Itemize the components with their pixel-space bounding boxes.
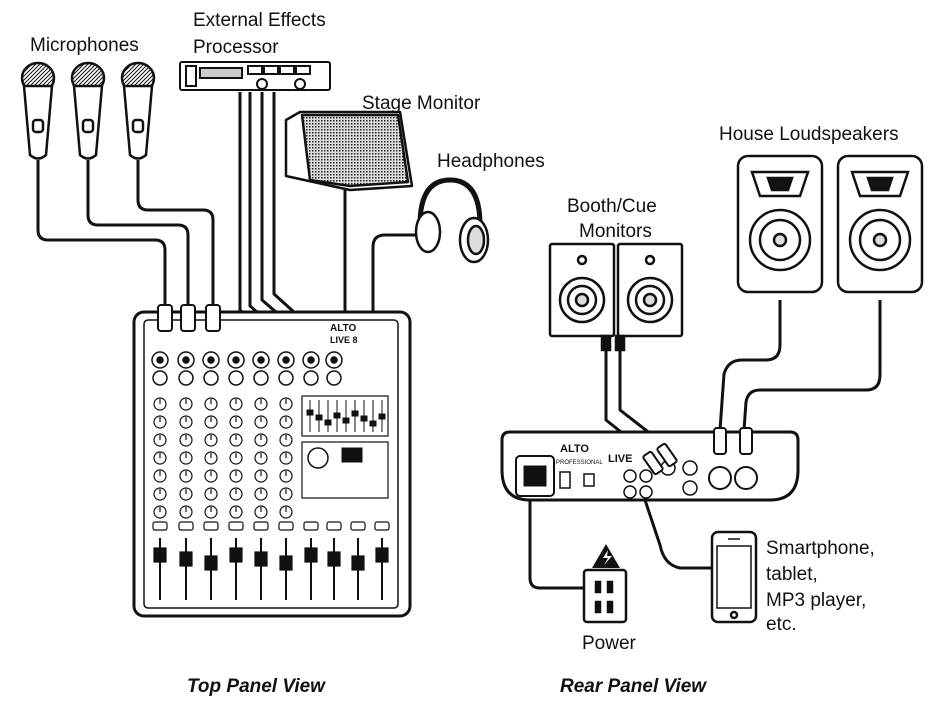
- mic-cable-1: [36, 160, 167, 305]
- mixer-top-logo: ALTO: [330, 323, 357, 334]
- microphones-illustration: [20, 61, 156, 160]
- mixer-input-jack: [203, 370, 219, 386]
- eq-slider-cap: [333, 412, 341, 419]
- mixer-input-jack-center: [330, 356, 338, 364]
- mixer-input-jack: [278, 370, 294, 386]
- mixer-top-model: LIVE 8: [330, 335, 358, 345]
- mixer-input-jack-center: [282, 356, 290, 364]
- mixer-fader-cap: [304, 547, 318, 563]
- mixer-input-jack: [178, 370, 194, 386]
- label-device-line3: MP3 player,: [766, 590, 867, 611]
- eq-slider-cap: [360, 415, 368, 422]
- mixer-mute-button: [228, 521, 244, 531]
- mixer-fader-cap: [204, 555, 218, 571]
- mixer-rear-model: LIVE: [608, 453, 632, 465]
- booth-jacks: [600, 334, 626, 352]
- mixer-mute-button: [303, 521, 319, 531]
- warning-icon: [592, 544, 620, 568]
- mixer-mute-button: [326, 521, 342, 531]
- label-device-line1: Smartphone,: [766, 538, 875, 559]
- house-cable-1: [718, 300, 782, 431]
- eq-slider-cap: [315, 414, 323, 421]
- mixer-rear-panel: [500, 427, 800, 502]
- label-booth-monitors-line1: Booth/Cue: [567, 196, 657, 217]
- headphone-cable: [371, 233, 430, 345]
- power-cable: [528, 490, 592, 590]
- stage-monitor-icon: [284, 110, 414, 192]
- microphone-2-icon: [70, 61, 106, 160]
- cables: [36, 92, 882, 590]
- label-power: Power: [582, 633, 636, 654]
- eq-slider-cap: [306, 409, 314, 416]
- mixer-fader-cap: [229, 547, 243, 563]
- mixer-input-jack-center: [257, 356, 265, 364]
- mixer-input-jack: [228, 370, 244, 386]
- mixer-input-jack-center: [232, 356, 240, 364]
- mixer-mute-button: [374, 521, 390, 531]
- mixer-fader-cap: [179, 551, 193, 567]
- label-stage-monitor: Stage Monitor: [362, 93, 481, 114]
- mixer-mute-button: [178, 521, 194, 531]
- smartphone-icon: [710, 530, 758, 624]
- mic-cable-3: [136, 160, 215, 305]
- label-effects-processor-line1: External Effects: [193, 10, 326, 31]
- mixer-mute-button: [253, 521, 269, 531]
- mixer-mute-button: [152, 521, 168, 531]
- mixer-rear-logo: ALTO: [560, 443, 589, 455]
- label-booth-monitors-line2: Monitors: [579, 221, 652, 242]
- booth-monitors-illustration: [548, 242, 684, 352]
- mixer-fader-cap: [254, 551, 268, 567]
- mixer-mute-button: [350, 521, 366, 531]
- label-effects-processor-line2: Processor: [193, 37, 279, 58]
- mixer-fader-cap: [279, 555, 293, 571]
- mixer-mute-button: [278, 521, 294, 531]
- booth-monitor-right-icon: [616, 242, 684, 338]
- mixer-input-jack: [152, 370, 168, 386]
- microphone-1-icon: [20, 61, 56, 160]
- house-speaker-left-icon: [736, 154, 824, 294]
- booth-monitor-left-icon: [548, 242, 616, 338]
- label-device-line2: tablet,: [766, 564, 818, 585]
- house-loudspeakers-illustration: [736, 154, 924, 294]
- mixer-top-panel: [132, 304, 412, 618]
- mic-cable-2: [86, 160, 190, 305]
- booth-cable-2: [618, 345, 666, 447]
- label-house-loudspeakers: House Loudspeakers: [719, 124, 899, 145]
- effects-processor-icon: [179, 61, 331, 91]
- eq-slider-cap: [369, 420, 377, 427]
- microphone-3-icon: [120, 61, 156, 160]
- mixer-fader-cap: [327, 551, 341, 567]
- mixer-input-jack-center: [207, 356, 215, 364]
- mixer-input-jack-center: [182, 356, 190, 364]
- mixer-input-jack-center: [307, 356, 315, 364]
- eq-slider-cap: [378, 413, 386, 420]
- eq-slider-cap: [324, 419, 332, 426]
- mixer-mute-button: [203, 521, 219, 531]
- mixer-input-jack-center: [156, 356, 164, 364]
- label-microphones: Microphones: [30, 35, 139, 56]
- label-device-line4: etc.: [766, 614, 797, 635]
- mixer-input-jack: [326, 370, 342, 386]
- label-headphones: Headphones: [437, 151, 545, 172]
- headphones-icon: [414, 177, 490, 264]
- house-speaker-right-icon: [836, 154, 924, 294]
- mixer-input-jack: [303, 370, 319, 386]
- eq-slider-cap: [351, 410, 359, 417]
- mixer-fader-cap: [153, 547, 167, 563]
- device-cable: [638, 484, 712, 570]
- caption-top-panel-view: Top Panel View: [187, 676, 325, 697]
- mixer-rear-sub: PROFESSIONAL: [556, 460, 603, 466]
- eq-slider-cap: [342, 417, 350, 424]
- house-cable-2: [742, 300, 882, 431]
- mixer-fader-cap: [375, 547, 389, 563]
- caption-rear-panel-view: Rear Panel View: [560, 676, 707, 697]
- mixer-input-jack: [253, 370, 269, 386]
- power-outlet-icon: [582, 568, 628, 624]
- mixer-fader-cap: [351, 555, 365, 571]
